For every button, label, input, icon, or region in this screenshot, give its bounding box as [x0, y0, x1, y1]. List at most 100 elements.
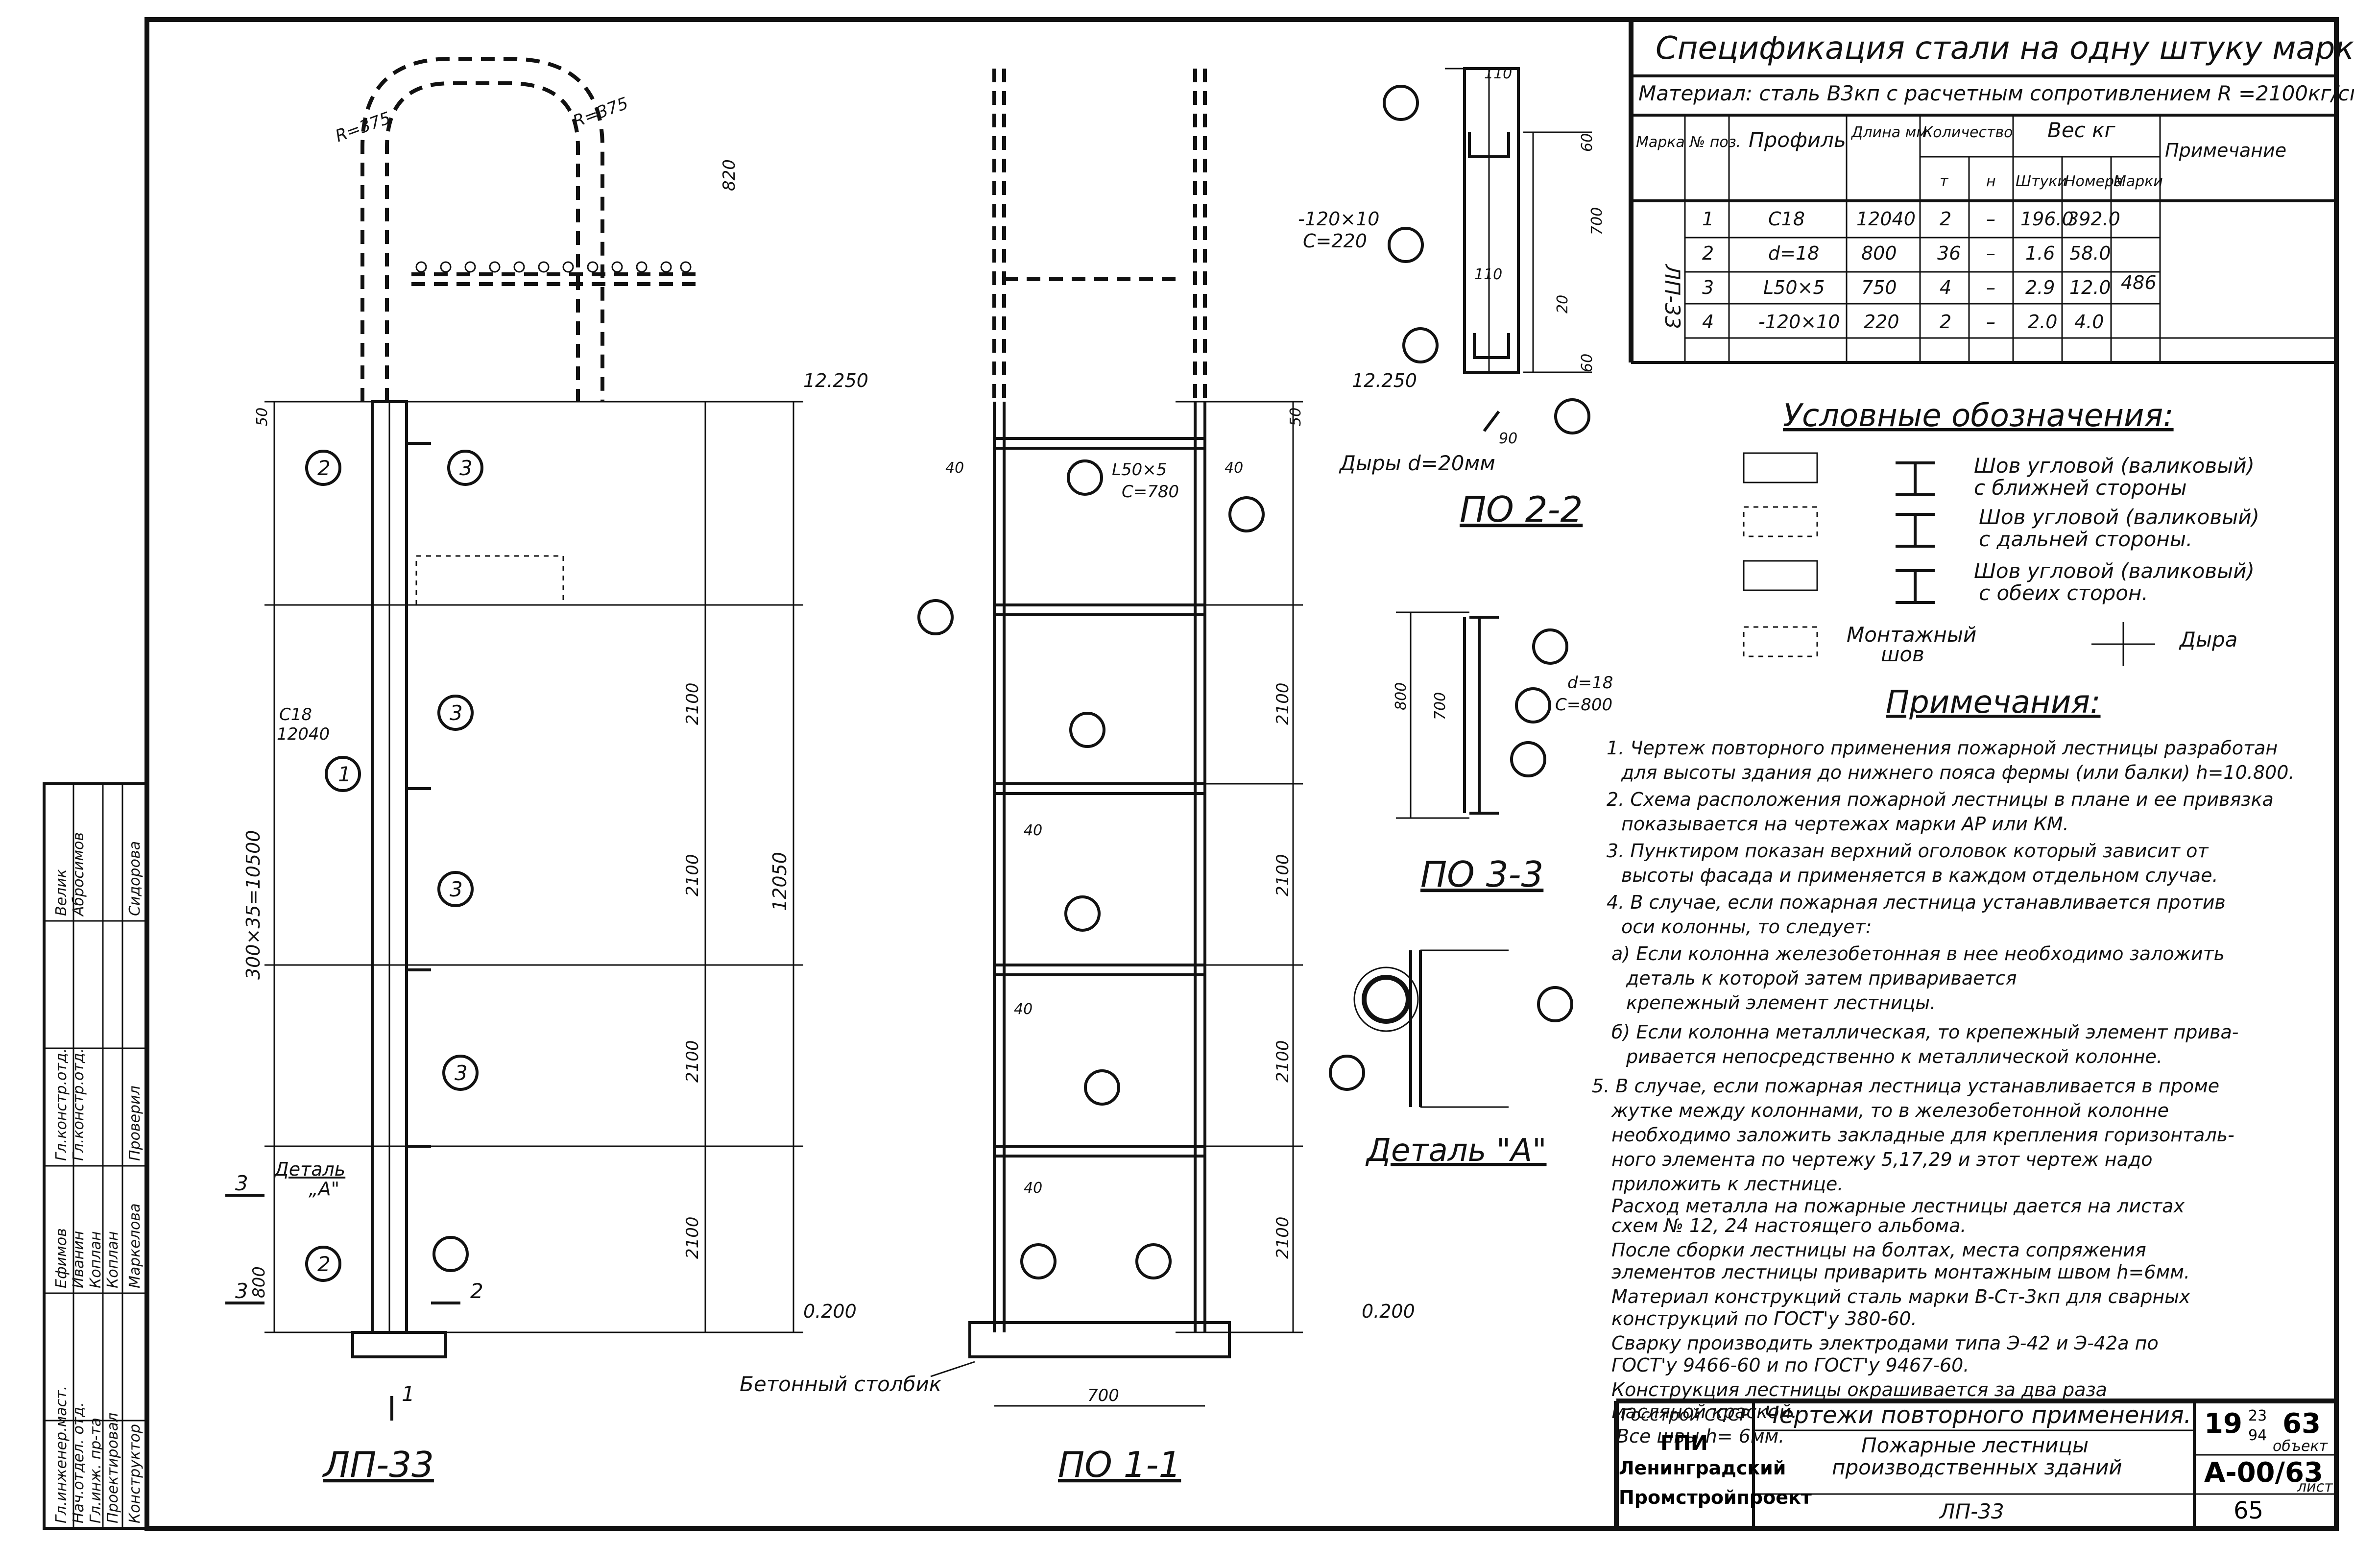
- stamp-role-4: Проектировал: [104, 1413, 121, 1523]
- spec-cell: 2.0: [2028, 311, 2057, 333]
- note-line: После сборки лестницы на болтах, места с…: [1611, 1239, 2146, 1261]
- callout-3-a: 3: [450, 701, 463, 725]
- note-line: ривается непосредственно к металлической…: [1626, 1046, 2162, 1067]
- spec-cell: -120×10: [1758, 311, 1840, 333]
- stamp-name2-1: Велик: [53, 869, 70, 916]
- note-line: жутке между колоннами, то в железобетонн…: [1611, 1100, 2169, 1121]
- tb-code1: 19: [2204, 1408, 2242, 1440]
- table-row: 2: [1702, 242, 1714, 264]
- tb-sheet-label: лист: [2297, 1478, 2333, 1496]
- tb-sheet: 65: [2234, 1497, 2263, 1524]
- label-angle: L50×5: [1112, 460, 1167, 480]
- dim-2100e: 2100: [1273, 682, 1293, 725]
- spec-title: Спецификация стали на одну штуку марки.: [1656, 30, 2354, 67]
- spec-mark: ЛП-33: [1660, 264, 1684, 329]
- spec-cell: –: [1986, 242, 1995, 264]
- stamp-name-3: Коплан: [87, 1231, 104, 1288]
- note-line: Все швы h= 6мм.: [1616, 1425, 1784, 1447]
- dim-40a: 40: [945, 459, 964, 477]
- spec-cell: –: [1986, 208, 1995, 230]
- note-line: конструкций по ГОСТ'у 380-60.: [1611, 1308, 1917, 1329]
- legend-title: Условные обозначения:: [1783, 398, 2174, 434]
- label-c18-len: 12040: [277, 724, 330, 744]
- dim-60a: 60: [1579, 133, 1596, 152]
- tb-name2: Пожарные лестницы: [1861, 1433, 2089, 1457]
- tb-code-bot: 94: [2248, 1427, 2267, 1444]
- tb-org3: ГПИ: [1660, 1431, 1708, 1455]
- stamp-name-1: Ефимов: [53, 1228, 70, 1288]
- label-d18: d=18: [1567, 673, 1613, 693]
- callout-3-c: 3: [455, 1061, 468, 1085]
- dim-90: 90: [1499, 430, 1517, 447]
- note-line: 5. В случае, если пожарная лестница уста…: [1592, 1075, 2219, 1097]
- dim-2100a: 2100: [683, 682, 702, 725]
- note-line: деталь к которой затем приваривается: [1626, 967, 2017, 989]
- spec-cell: 2: [1940, 311, 1951, 333]
- label-c220: С=220: [1303, 230, 1367, 252]
- stamp-role-1: Гл.инженер.маст.: [53, 1386, 70, 1523]
- view-title-3-3: ПО 3-3: [1420, 854, 1543, 895]
- dim-820: 820: [720, 159, 739, 191]
- tb-org4: Ленинградский: [1619, 1457, 1786, 1479]
- label-plate: -120×10: [1298, 208, 1379, 230]
- dim-2100g: 2100: [1273, 1040, 1293, 1083]
- spec-cell: 750: [1861, 277, 1897, 298]
- label-c780: С=780: [1122, 482, 1179, 502]
- dim-2100c: 2100: [683, 1216, 702, 1259]
- spec-cell: 1.6: [2025, 242, 2055, 264]
- dim-40e: 40: [1024, 1180, 1042, 1197]
- title-block: [1614, 1399, 2336, 1528]
- notes-lines: 1. Чертеж повторного применения пожарной…: [1592, 737, 2294, 1447]
- dim-top-elev-2: 12.250: [1352, 370, 1417, 391]
- note-line: схем № 12, 24 настоящего альбома.: [1611, 1215, 1966, 1236]
- spec-h-wmark: Марки: [2114, 173, 2163, 190]
- stamp-name-5: Маркелова: [126, 1204, 144, 1288]
- legend-mount-2: шов: [1881, 642, 1924, 666]
- spec-cell: d=18: [1768, 242, 1819, 264]
- mark-3: 3: [235, 1171, 248, 1195]
- dim-700-width: 700: [1087, 1386, 1119, 1405]
- spec-cell: 4: [1940, 277, 1951, 298]
- mark-2: 2: [470, 1279, 483, 1303]
- note-line: а) Если колонна железобетонная в нее нео…: [1611, 943, 2225, 965]
- tb-name1: Чертежи повторного применения.: [1763, 1401, 2191, 1429]
- spec-rows: 1 С18 12040 2 – 196.0 392.0 2 d=18 800 3…: [1702, 208, 2120, 333]
- callout-2-top: 2: [317, 456, 331, 480]
- spec-cell: –: [1986, 311, 1995, 333]
- note-line: 3. Пунктиром показан верхний оголовок ко…: [1607, 840, 2209, 862]
- note-line: для высоты здания до нижнего пояса фермы…: [1621, 762, 2294, 783]
- dim-2100h: 2100: [1273, 1216, 1293, 1259]
- dim-top-elev: 12.250: [803, 370, 868, 391]
- note-line: Материал конструкций сталь марки В-Ст-3к…: [1611, 1286, 2190, 1307]
- stamp-name-2: Иванин: [70, 1231, 87, 1288]
- dim-110b: 110: [1474, 266, 1502, 283]
- legend-mount-1: Монтажный: [1847, 623, 1976, 647]
- note-line: б) Если колонна металлическая, то крепеж…: [1611, 1021, 2239, 1043]
- notes-title: Примечания:: [1886, 684, 2101, 721]
- note-line: 1. Чертеж повторного применения пожарной…: [1607, 737, 2278, 759]
- legend-hole: Дыра: [2179, 627, 2237, 651]
- note-line: крепежный элемент лестницы.: [1626, 992, 1936, 1013]
- spec-cell: –: [1986, 277, 1995, 298]
- stamp-role2-1: Гл.констр.отд.: [53, 1048, 70, 1161]
- rung-dots: [415, 261, 692, 273]
- stamp-checked: Проверил: [126, 1086, 144, 1161]
- tb-code2: 63: [2282, 1408, 2321, 1440]
- legend-item-2-a: Шов угловой (валиковый): [1979, 505, 2259, 529]
- spec-cell: L50×5: [1763, 277, 1825, 298]
- spec-cell: 800: [1861, 242, 1897, 264]
- spec-table: [1629, 20, 2336, 364]
- note-line: необходимо заложить закладные для крепле…: [1611, 1124, 2234, 1146]
- stamp-role2-2: Гл.констр.отд.: [70, 1048, 87, 1161]
- label-holes: Дыры d=20мм: [1339, 451, 1495, 475]
- dim-20: 20: [1554, 295, 1571, 314]
- tb-org2: СССР: [1705, 1405, 1750, 1425]
- spec-h-length: Длина мм: [1850, 124, 1927, 141]
- note-line: элементов лестницы приварить монтажным ш…: [1611, 1261, 2190, 1283]
- stamp-name-4: Коплан: [104, 1231, 121, 1288]
- note-line: Расход металла на пожарные лестницы дает…: [1611, 1195, 2185, 1217]
- stamp-role-2: Нач.отдел. отд.: [70, 1402, 87, 1523]
- spec-h-profile: Профиль: [1749, 128, 1846, 152]
